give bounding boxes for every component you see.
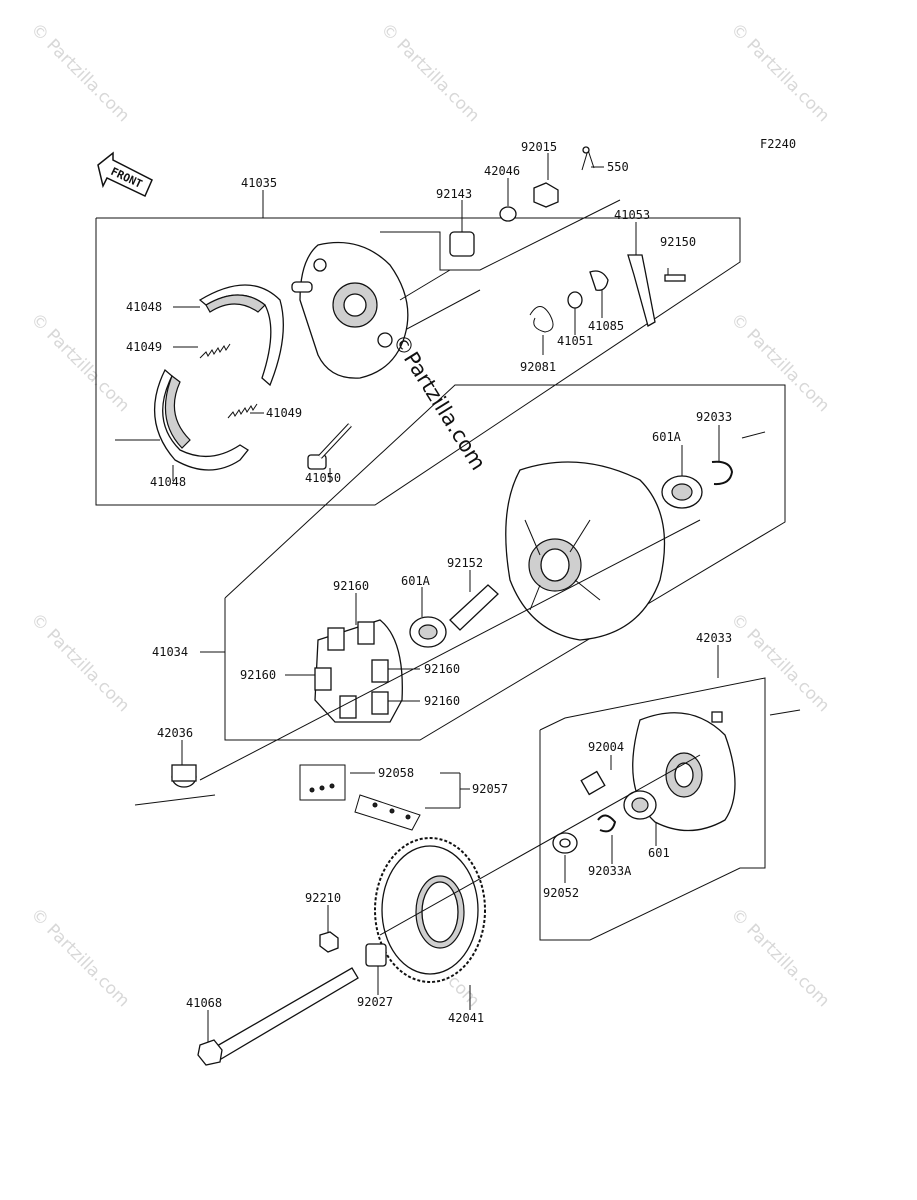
label-92015: 92015 — [521, 140, 557, 154]
label-41068: 41068 — [186, 996, 222, 1010]
label-601: 601 — [648, 846, 670, 860]
top-hardware — [449, 146, 686, 333]
label-92150: 92150 — [660, 235, 696, 249]
label-92210: 92210 — [305, 891, 341, 905]
watermark: © Partzilla.com — [726, 19, 833, 126]
label-41053: 41053 — [614, 208, 650, 222]
watermark: © Partzilla.com — [26, 309, 133, 416]
nut-92210 — [319, 931, 339, 953]
wheel-hub — [505, 461, 666, 641]
label-41050: 41050 — [305, 471, 341, 485]
label-92160-top: 92160 — [333, 579, 369, 593]
label-92004: 92004 — [588, 740, 624, 754]
label-92160-left: 92160 — [240, 668, 276, 682]
label-41085: 41085 — [588, 319, 624, 333]
label-42041: 42041 — [448, 1011, 484, 1025]
label-92033A: 92033A — [588, 864, 632, 878]
watermark: © Partzilla.com — [376, 19, 483, 126]
label-92058: 92058 — [378, 766, 414, 780]
leader-lines — [172, 153, 720, 1042]
label-42033: 42033 — [696, 631, 732, 645]
label-41048-upper: 41048 — [126, 300, 162, 314]
collar-92027 — [365, 943, 387, 967]
watermark: © Partzilla.com — [26, 19, 133, 126]
label-92052: 92052 — [543, 886, 579, 900]
circlip-92033A-icon — [597, 814, 617, 833]
label-601A-lower: 601A — [401, 574, 431, 588]
label-42046: 42046 — [484, 164, 520, 178]
center-watermark: ©Partzilla.com — [388, 330, 491, 474]
spring-lower-icon — [227, 403, 258, 419]
brake-panel — [291, 241, 451, 379]
label-92033: 92033 — [696, 410, 732, 424]
part-labels: 550 92015 42046 92143 41035 41053 92150 … — [126, 140, 732, 1025]
label-92160-right: 92160 — [424, 662, 460, 676]
spacer-92152 — [449, 584, 499, 631]
label-92057: 92057 — [472, 782, 508, 796]
label-41049-lower: 41049 — [266, 406, 302, 420]
label-41051: 41051 — [557, 334, 593, 348]
watermark: © Partzilla.com — [726, 904, 833, 1011]
bearing-601 — [623, 790, 657, 820]
drive-chain — [299, 764, 421, 831]
label-92081: 92081 — [520, 360, 556, 374]
bearing-601A-upper — [661, 475, 703, 509]
group-outlines — [95, 199, 801, 941]
spring-upper-icon — [199, 343, 231, 359]
brake-shoe-lower — [154, 368, 249, 471]
label-41035: 41035 — [241, 176, 277, 190]
watermark: © Partzilla.com — [26, 609, 133, 716]
label-92160-bottom: 92160 — [424, 694, 460, 708]
axis-lines — [199, 519, 701, 936]
front-arrow-icon: FRONT — [97, 151, 153, 198]
brake-shoe-upper — [198, 284, 284, 387]
watermark: © Partzilla.com — [726, 609, 833, 716]
brake-cam — [307, 423, 352, 470]
sprocket-coupling — [632, 711, 736, 832]
watermark: © Partzilla.com — [26, 904, 133, 1011]
label-41034: 41034 — [152, 645, 188, 659]
axle-41068 — [197, 967, 359, 1066]
label-550: 550 — [607, 160, 629, 174]
label-601A-upper: 601A — [652, 430, 682, 444]
rear-sprocket — [374, 837, 486, 983]
bearing-601A-lower — [409, 616, 447, 648]
stud-92004 — [580, 770, 606, 796]
damper-rubber — [314, 619, 403, 723]
label-41048-lower: 41048 — [150, 475, 186, 489]
circlip-92033-icon — [711, 460, 734, 486]
label-92152: 92152 — [447, 556, 483, 570]
label-92027: 92027 — [357, 995, 393, 1009]
watermark: © Partzilla.com — [726, 309, 833, 416]
label-42036: 42036 — [157, 726, 193, 740]
collar-42036 — [171, 764, 197, 788]
label-41049-upper: 41049 — [126, 340, 162, 354]
diagram-code: F2240 — [760, 137, 796, 151]
washer-92052 — [552, 832, 578, 854]
label-92143: 92143 — [436, 187, 472, 201]
